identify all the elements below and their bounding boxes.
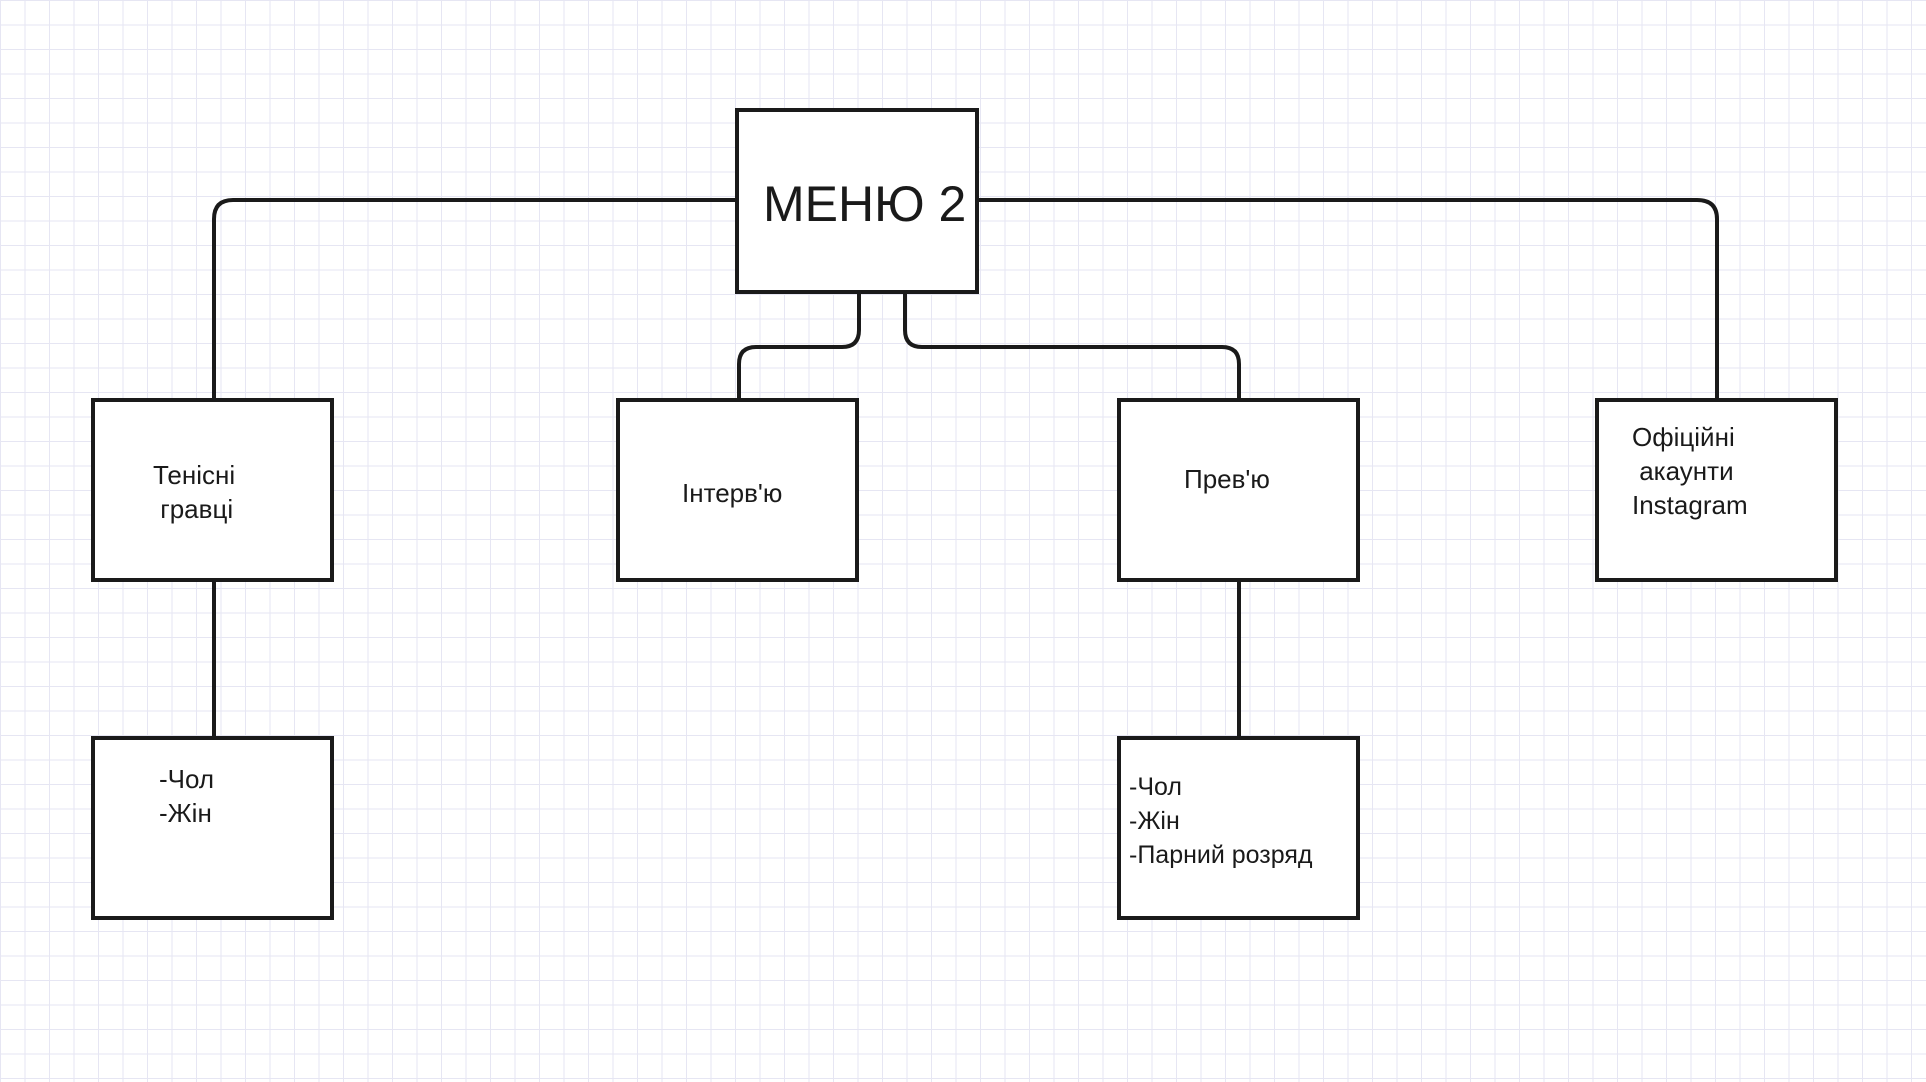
connector-root-to-tennis-players — [212, 198, 737, 400]
node-tennis-players-sub-label: -Чол -Жін — [159, 764, 215, 828]
node-tennis-players-label: Тенісні гравці — [153, 460, 236, 524]
node-tennis-players-sub[interactable]: -Чол -Жін — [91, 736, 334, 920]
node-preview[interactable]: Прев'ю — [1117, 398, 1360, 582]
node-interview[interactable]: Інтерв'ю — [616, 398, 859, 582]
connector-root-to-preview — [903, 292, 1241, 400]
connector-root-to-instagram — [977, 198, 1719, 400]
node-preview-label: Прев'ю — [1184, 464, 1270, 494]
node-tennis-players[interactable]: Тенісні гравці — [91, 398, 334, 582]
node-instagram-label: Офіційні акаунти Instagram — [1632, 422, 1748, 520]
node-instagram[interactable]: Офіційні акаунти Instagram — [1595, 398, 1838, 582]
node-interview-label: Інтерв'ю — [682, 478, 783, 508]
node-preview-sub[interactable]: -Чол -Жін -Парний розряд — [1117, 736, 1360, 920]
root-node-label: МЕНЮ 2 — [763, 176, 967, 232]
root-node[interactable]: МЕНЮ 2 — [735, 108, 979, 294]
node-preview-sub-label: -Чол -Жін -Парний розряд — [1129, 773, 1313, 869]
connector-root-to-interview — [737, 292, 861, 400]
